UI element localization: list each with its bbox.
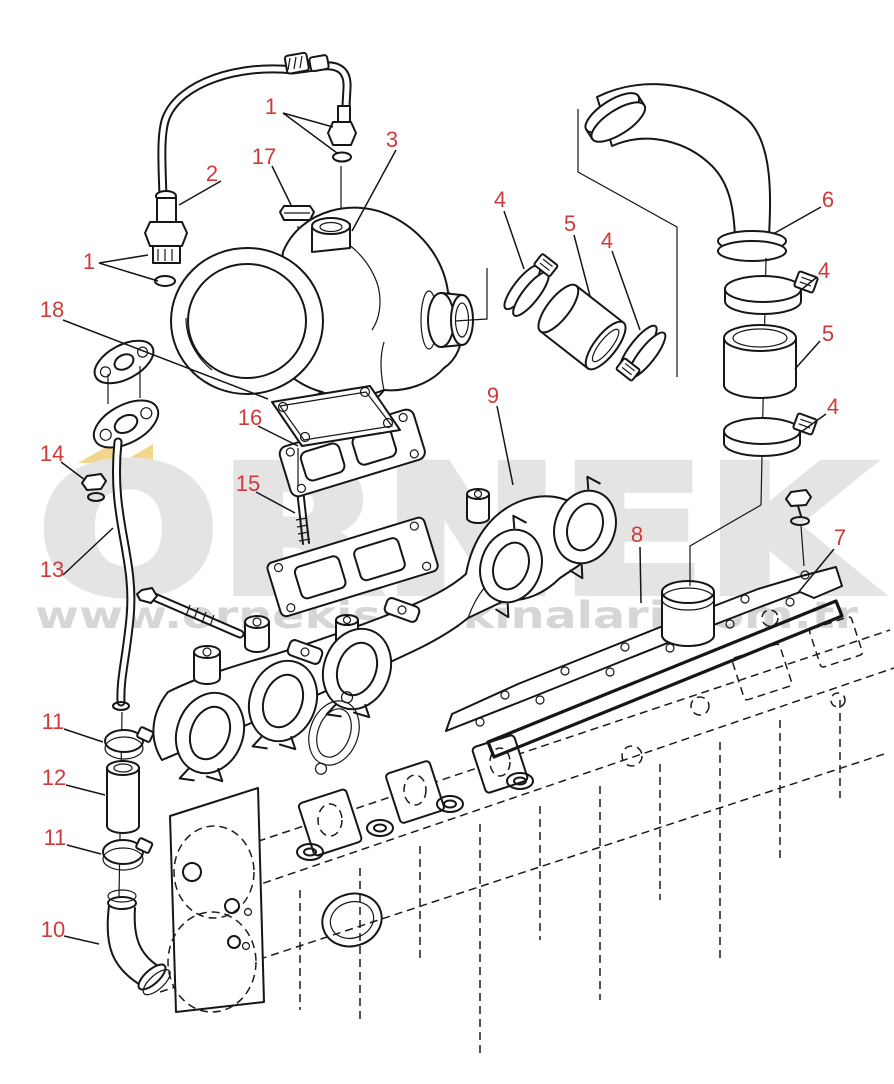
engine-block-drawing <box>159 609 894 1056</box>
drain-flange-drawing <box>92 399 160 449</box>
witness-lines <box>454 109 678 377</box>
clamp-drawing <box>102 837 154 871</box>
clamp-drawing <box>503 253 559 317</box>
oil-supply-line-drawing <box>144 51 357 287</box>
port-gasket-drawing <box>308 691 360 775</box>
hump-hose-set-drawing <box>503 253 667 382</box>
hose-drawing <box>106 760 140 834</box>
breather-drawing <box>661 580 716 648</box>
turbocharger-drawing <box>170 205 474 447</box>
fitting-drawing <box>144 190 188 287</box>
triangle-icon <box>121 444 153 463</box>
cover-bolt-drawing <box>785 489 812 567</box>
hose-drawing <box>723 324 797 399</box>
manifold-pad-drawing <box>266 516 439 618</box>
exhaust-manifold-drawing <box>136 475 617 783</box>
callout-leader-lines <box>60 112 835 945</box>
cover-gasket-drawing <box>486 599 844 759</box>
elbow-hose-drawing <box>584 83 787 262</box>
nut-drawing <box>279 205 315 221</box>
fitting-drawing <box>327 105 357 163</box>
hose-drawing <box>537 283 627 371</box>
intake-cover-assembly-drawing <box>445 489 844 759</box>
drain-tube-assembly-drawing <box>81 339 171 996</box>
drain-bolt-drawing <box>81 473 107 502</box>
right-hose-stack-drawing <box>689 257 819 586</box>
manifold-flange-drawing <box>174 475 617 783</box>
manifold-stud-drawing <box>136 587 245 639</box>
drain-gasket-drawing <box>93 339 155 385</box>
cover-plate-drawing <box>445 566 843 732</box>
clamp-drawing <box>104 726 155 760</box>
clamp-drawing <box>724 270 819 315</box>
clamp-drawing <box>615 324 667 382</box>
elbow-tube-drawing <box>106 889 171 996</box>
